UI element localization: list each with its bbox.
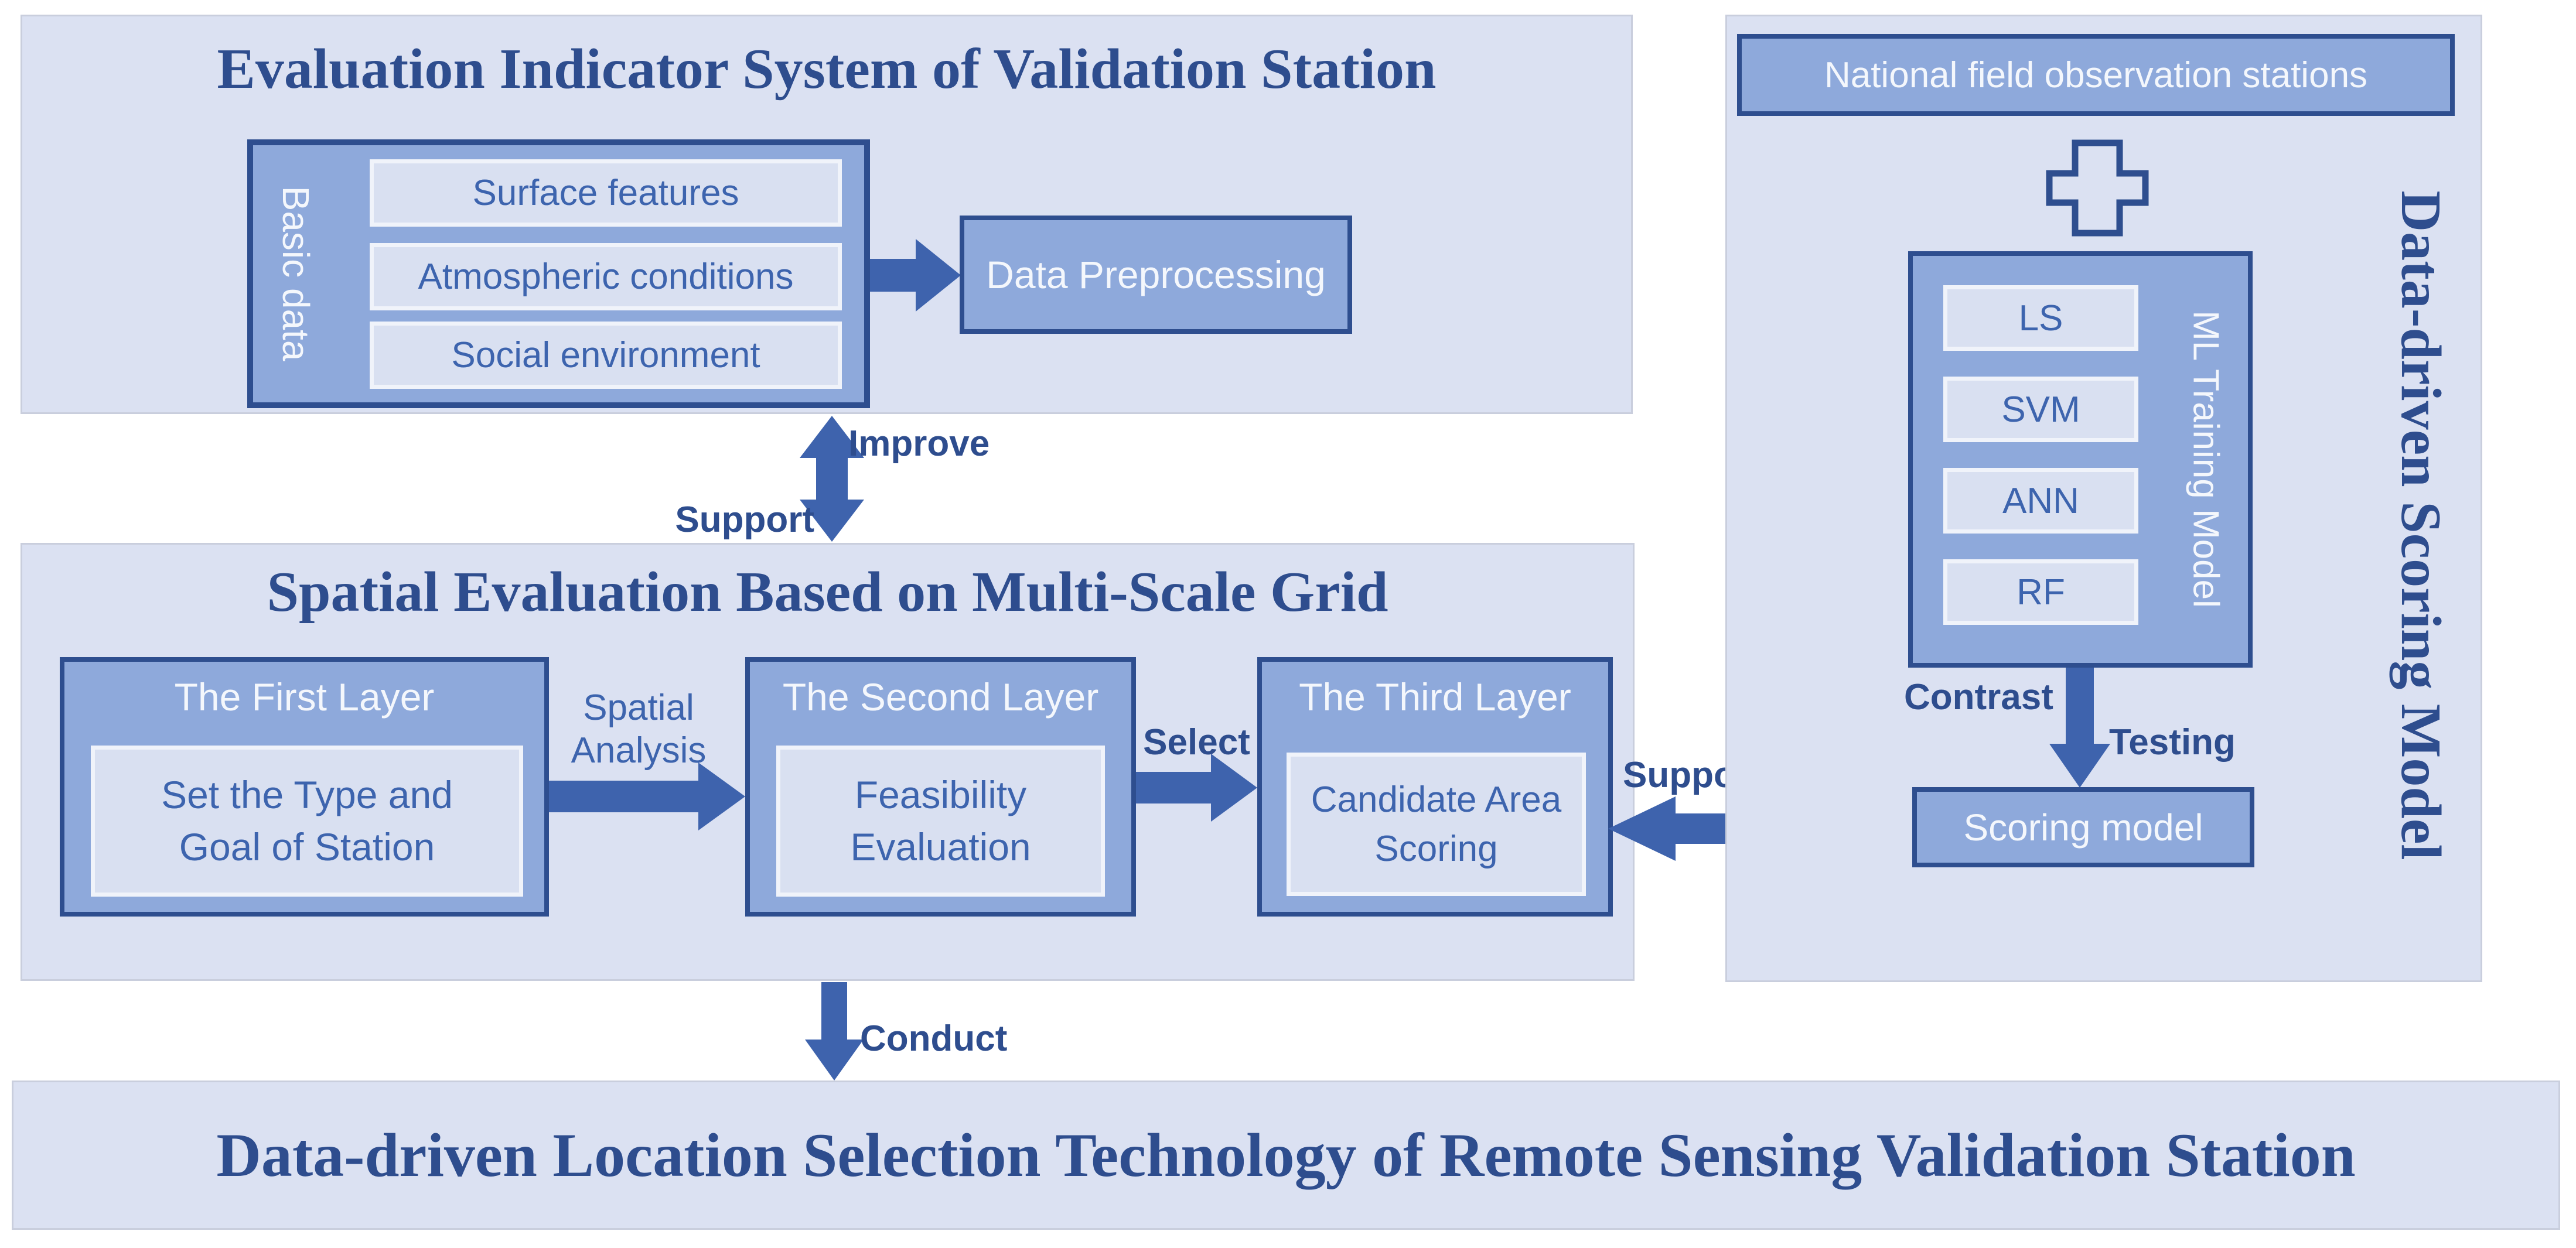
scoring-model-box: Scoring model [1912, 787, 2254, 867]
ml-training-model-label: ML Training Model [2185, 310, 2226, 608]
ml-model-ann-box: ANN [1943, 468, 2138, 534]
conduct-label: Conduct [860, 1018, 1008, 1059]
second-layer-header: The Second Layer [782, 675, 1099, 719]
third-layer-body: Candidate Area Scoring [1287, 753, 1586, 896]
ml-model-ls-box: LS [1943, 285, 2138, 351]
improve-support-double-arrow [800, 416, 864, 542]
data-preprocessing-box: Data Preprocessing [960, 216, 1352, 334]
conduct-arrow [805, 982, 864, 1081]
ml-to-scoring-arrow [2049, 668, 2110, 788]
ml-model-rf-box: RF [1943, 559, 2138, 625]
third-layer-header: The Third Layer [1299, 675, 1571, 719]
bottom-result-title: Data-driven Location Selection Technolog… [216, 1120, 2356, 1189]
first-layer-body: Set the Type and Goal of Station [91, 746, 523, 897]
plus-icon [2046, 139, 2149, 237]
contrast-label: Contrast [1904, 677, 2053, 717]
spatial-evaluation-title: Spatial Evaluation Based on Multi-Scale … [267, 560, 1388, 624]
improve-label: Improve [848, 423, 990, 464]
ml-model-svm-box: SVM [1943, 377, 2138, 442]
data-driven-scoring-title: Data-driven Scoring Model [2389, 190, 2452, 860]
support-vertical-label: Support [675, 500, 814, 540]
evaluation-indicator-title: Evaluation Indicator System of Validatio… [217, 37, 1437, 101]
national-stations-box: National field observation stations [1737, 34, 2455, 116]
bottom-result-bar: Data-driven Location Selection Technolog… [12, 1081, 2560, 1230]
basic-to-preprocessing-arrow [870, 239, 961, 312]
first-to-second-arrow [549, 763, 745, 830]
spatial-analysis-label: Spatial Analysis [571, 688, 707, 771]
testing-label: Testing [2109, 722, 2236, 763]
second-layer-body: Feasibility Evaluation [776, 746, 1105, 897]
atmospheric-conditions-box: Atmospheric conditions [370, 243, 842, 310]
select-label: Select [1143, 722, 1250, 763]
second-to-third-arrow [1136, 754, 1257, 822]
first-layer-header: The First Layer [174, 675, 435, 719]
surface-features-box: Surface features [370, 159, 842, 227]
social-environment-box: Social environment [370, 322, 842, 389]
basic-data-label: Basic data [275, 186, 317, 361]
